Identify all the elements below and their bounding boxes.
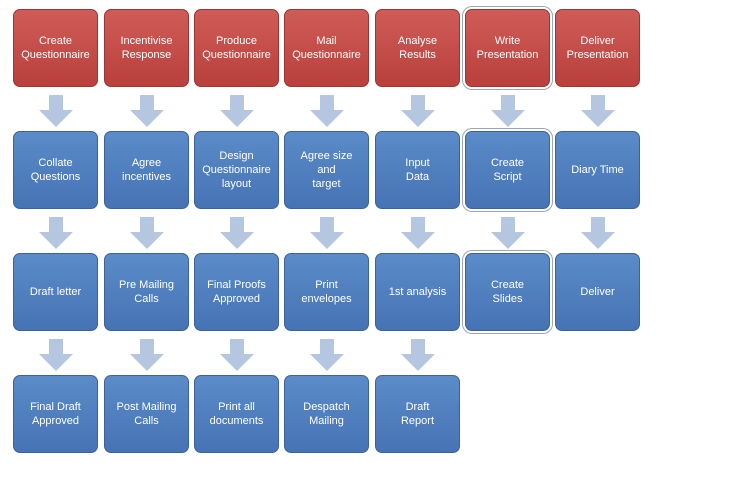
step-box-draft-report: Draft Report xyxy=(375,375,460,453)
phase-box-incentivise-response: Incentivise Response xyxy=(104,9,189,87)
step-box-final-proofs-approved: Final Proofs Approved xyxy=(194,253,279,331)
step-box-input-data: Input Data xyxy=(375,131,460,209)
down-arrow-icon xyxy=(400,217,435,249)
step-box-collate-questions: Collate Questions xyxy=(13,131,98,209)
down-arrow-icon xyxy=(400,339,435,371)
step-box-deliver: Deliver xyxy=(555,253,640,331)
down-arrow-icon xyxy=(400,95,435,127)
step-box-diary-time: Diary Time xyxy=(555,131,640,209)
step-box-print-envelopes: Print envelopes xyxy=(284,253,369,331)
down-arrow-icon xyxy=(309,95,344,127)
down-arrow-icon xyxy=(129,217,164,249)
down-arrow-icon xyxy=(309,339,344,371)
down-arrow-icon xyxy=(129,339,164,371)
down-arrow-icon xyxy=(490,217,525,249)
step-box-create-script: Create Script xyxy=(465,131,550,209)
down-arrow-icon xyxy=(219,95,254,127)
step-box-despatch-mailing: Despatch Mailing xyxy=(284,375,369,453)
step-box-draft-letter: Draft letter xyxy=(13,253,98,331)
down-arrow-icon xyxy=(309,217,344,249)
down-arrow-icon xyxy=(580,217,615,249)
step-box-agree-size-and-target: Agree size and target xyxy=(284,131,369,209)
down-arrow-icon xyxy=(219,339,254,371)
down-arrow-icon xyxy=(219,217,254,249)
down-arrow-icon xyxy=(490,95,525,127)
down-arrow-icon xyxy=(38,339,73,371)
step-box-pre-mailing-calls: Pre Mailing Calls xyxy=(104,253,189,331)
phase-box-analyse-results: Analyse Results xyxy=(375,9,460,87)
step-box-design-questionnaire-layout: Design Questionnaire layout xyxy=(194,131,279,209)
phase-box-write-presentation: Write Presentation xyxy=(465,9,550,87)
phase-box-create-questionnaire: Create Questionnaire xyxy=(13,9,98,87)
step-box-post-mailing-calls: Post Mailing Calls xyxy=(104,375,189,453)
down-arrow-icon xyxy=(38,217,73,249)
step-box-print-all-documents: Print all documents xyxy=(194,375,279,453)
phase-box-produce-questionnaire: Produce Questionnaire xyxy=(194,9,279,87)
step-box-1st-analysis: 1st analysis xyxy=(375,253,460,331)
phase-box-deliver-presentation: Deliver Presentation xyxy=(555,9,640,87)
step-box-agree-incentives: Agree incentives xyxy=(104,131,189,209)
step-box-final-draft-approved: Final Draft Approved xyxy=(13,375,98,453)
down-arrow-icon xyxy=(38,95,73,127)
phase-box-mail-questionnaire: Mail Questionnaire xyxy=(284,9,369,87)
step-box-create-slides: Create Slides xyxy=(465,253,550,331)
down-arrow-icon xyxy=(129,95,164,127)
down-arrow-icon xyxy=(580,95,615,127)
